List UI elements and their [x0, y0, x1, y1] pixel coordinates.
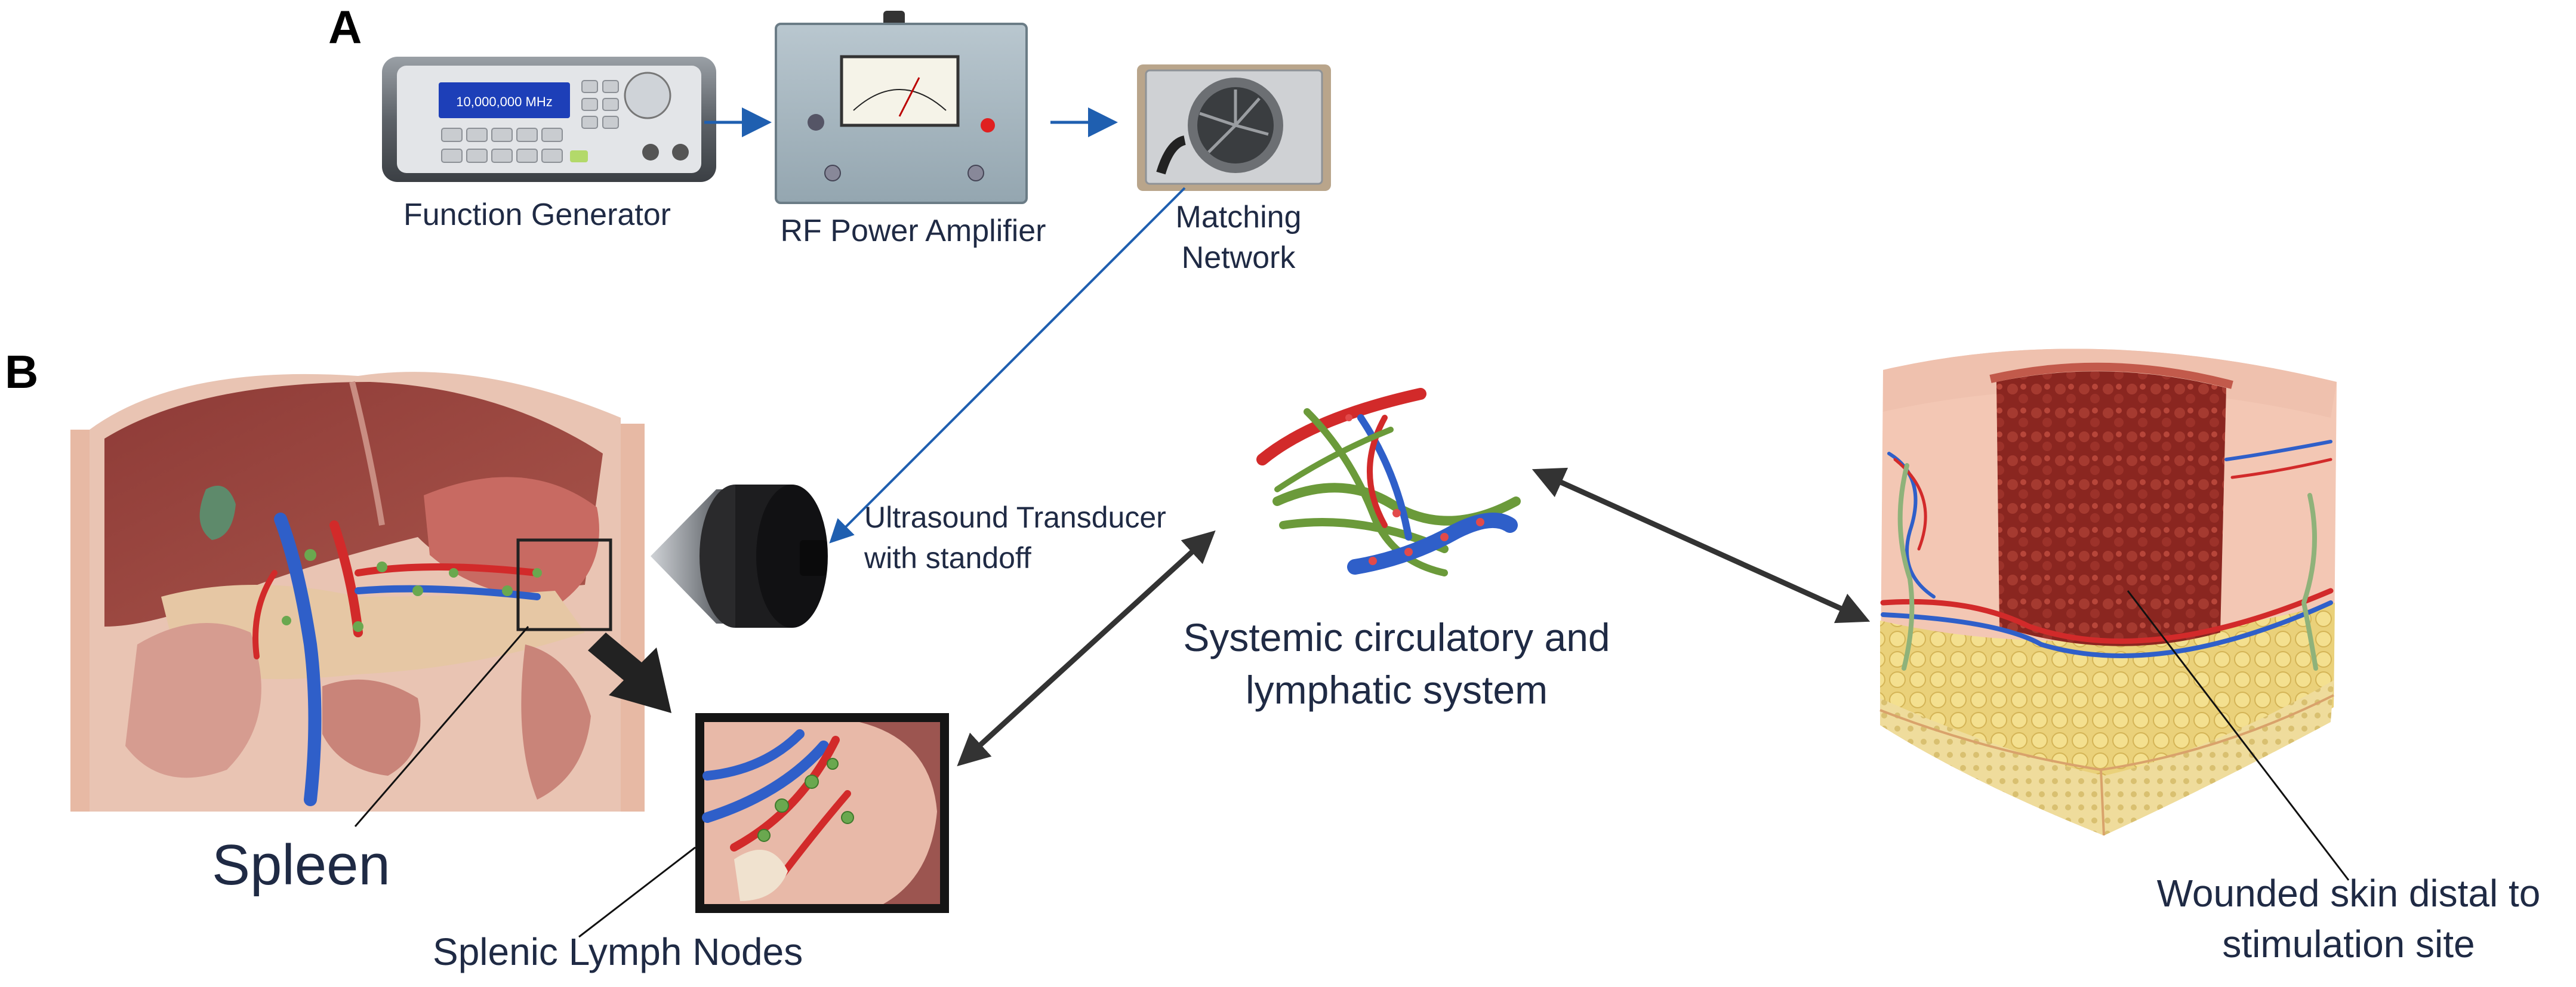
wound-leader-line [2127, 590, 2350, 881]
arrow-lymph-nodes-systemic [957, 530, 1216, 767]
panel-label-a: A [328, 1, 362, 53]
function-generator-device: 10,000,000 MHz [382, 57, 716, 182]
spleen-leader-line [354, 626, 529, 827]
transducer-label-line2: with standoff [864, 541, 1031, 575]
function-generator-label: Function Generator [403, 198, 671, 232]
rf-power-amplifier-device [775, 11, 1028, 204]
zoom-arrow [588, 633, 671, 713]
systemic-label-line1: Systemic circulatory and [1183, 615, 1610, 659]
splenic-lymph-nodes-label: Splenic Lymph Nodes [433, 930, 803, 973]
circulatory-cells [1345, 414, 1484, 565]
circulatory-network-illustration [1256, 388, 1521, 576]
ultrasound-transducer [651, 485, 828, 628]
wound-label-line2: stimulation site [2222, 923, 2475, 966]
generator-display-text: 10,000,000 MHz [456, 94, 552, 109]
lymph-node-inset [695, 713, 949, 913]
arrow-network-to-transducer [829, 187, 1186, 544]
transducer-label-line1: Ultrasound Transducer [864, 501, 1166, 534]
panel-label-b: B [5, 346, 39, 398]
rf-amplifier-label: RF Power Amplifier [780, 214, 1046, 248]
arrow-systemic-wound [1532, 467, 1871, 624]
matching-network-label-line2: Network [1181, 240, 1296, 275]
wounded-skin-illustration [1879, 348, 2337, 836]
wound-label-line1: Wounded skin distal to [2156, 872, 2541, 915]
abdominal-anatomy-illustration [70, 372, 645, 812]
matching-network-device [1137, 64, 1331, 191]
lymph-node-leader-line [578, 846, 696, 938]
spleen-label: Spleen [212, 833, 390, 897]
systemic-label-line2: lymphatic system [1245, 668, 1548, 712]
matching-network-label-line1: Matching [1175, 200, 1302, 235]
